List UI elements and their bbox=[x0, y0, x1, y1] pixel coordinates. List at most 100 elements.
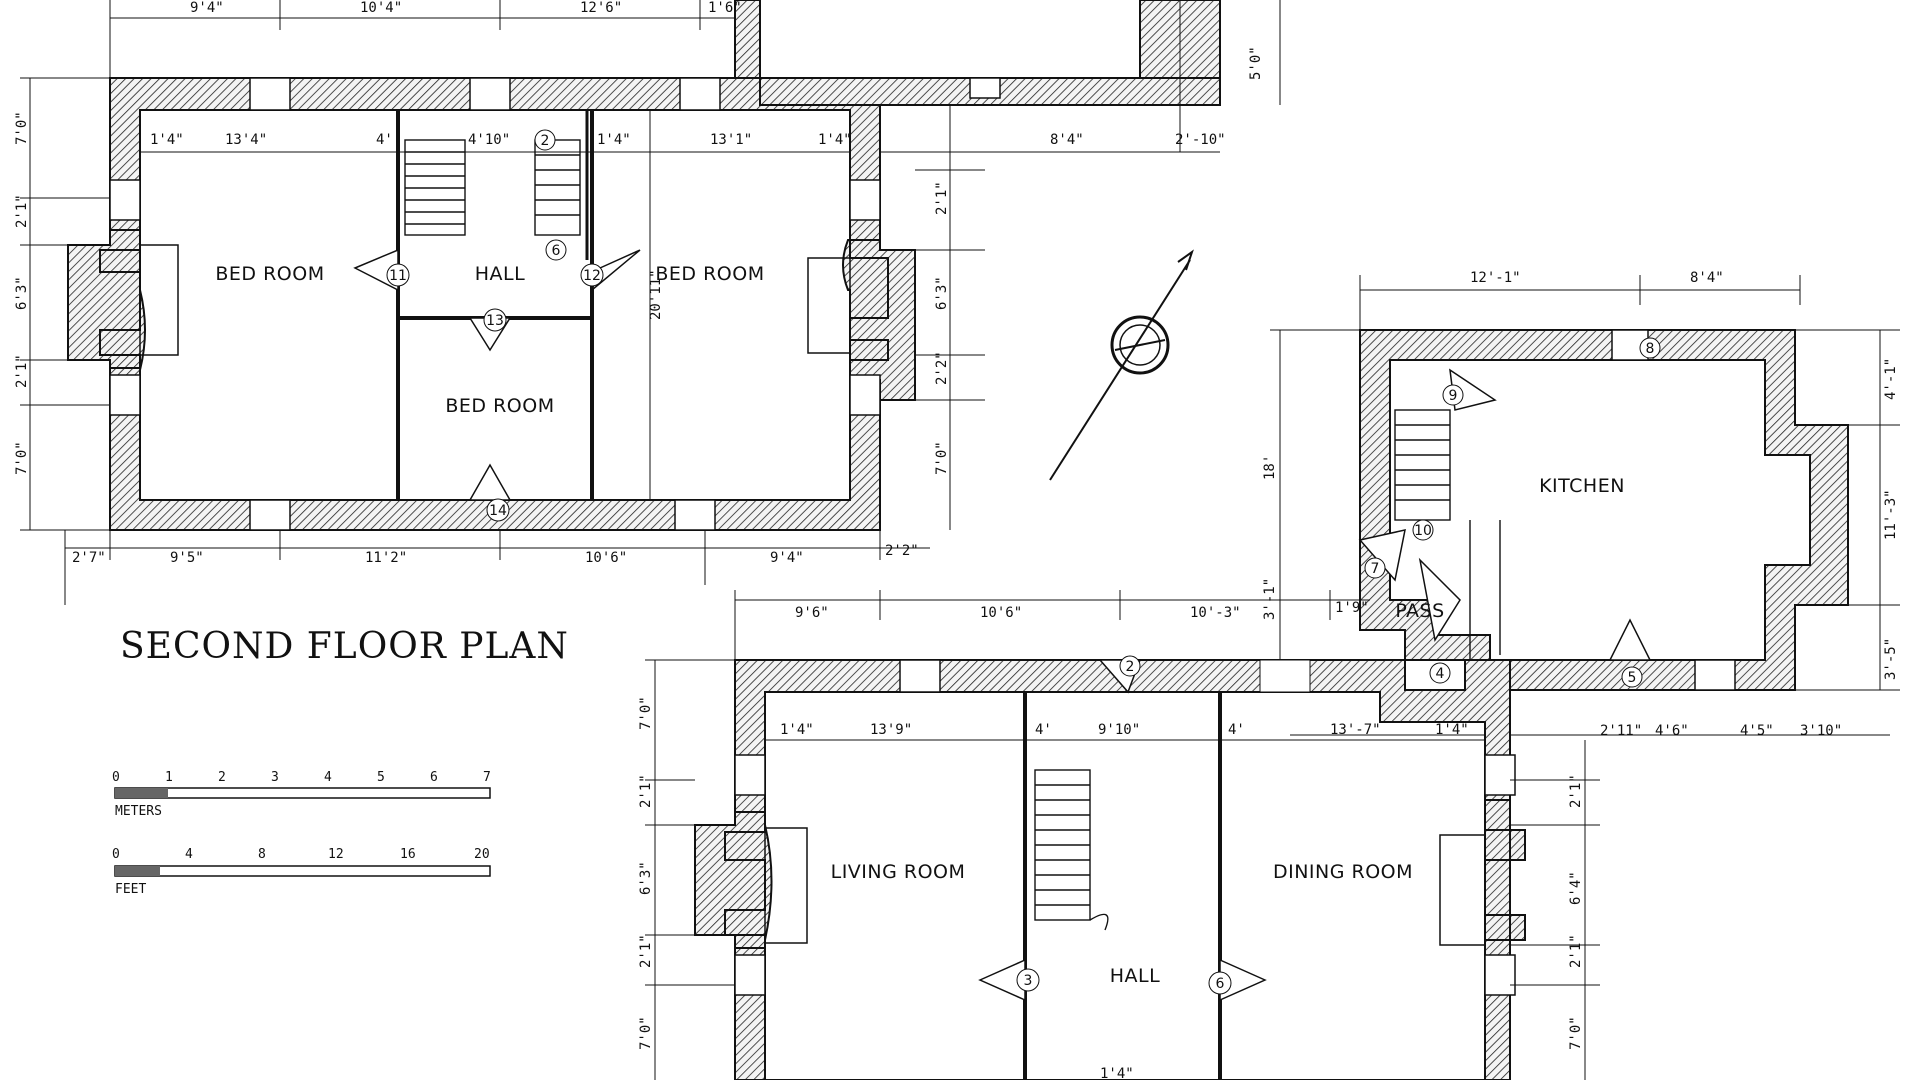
dim-label: 9'6" bbox=[795, 605, 829, 621]
door-number: 3 bbox=[1024, 973, 1033, 989]
room-label: KITCHEN bbox=[1539, 475, 1625, 497]
dim-label: 2'11" bbox=[1600, 723, 1642, 739]
dim-label: 4' bbox=[1228, 722, 1245, 738]
room-label: BED ROOM bbox=[655, 263, 764, 285]
kitchen-walls bbox=[1359, 329, 1849, 691]
dim-label: 2'1" bbox=[1568, 774, 1584, 808]
door-number: 14 bbox=[489, 503, 507, 519]
dim-label: 1'4" bbox=[597, 132, 631, 148]
dim-label: 9'4" bbox=[190, 0, 224, 16]
dim-label: 7'0" bbox=[638, 696, 654, 730]
dim-label: 13'4" bbox=[225, 132, 267, 148]
dim-label: 3'-5" bbox=[1883, 638, 1899, 680]
scale-tick: 20 bbox=[474, 847, 490, 862]
room-label: BED ROOM bbox=[215, 263, 324, 285]
dim-label: 1'4" bbox=[818, 132, 852, 148]
dim-label: 10'-3" bbox=[1190, 605, 1241, 621]
dim-label: 7'0" bbox=[14, 111, 30, 145]
scale-tick: 1 bbox=[165, 770, 173, 785]
dim-label: 6'4" bbox=[1568, 871, 1584, 905]
north-arrow-icon bbox=[1049, 249, 1194, 481]
scale-tick: 7 bbox=[483, 770, 491, 785]
door-number: 7 bbox=[1371, 561, 1380, 577]
dim-label: 2'1" bbox=[1568, 934, 1584, 968]
room-label: HALL bbox=[1110, 965, 1160, 987]
dim-label: 2'-10" bbox=[1175, 132, 1226, 148]
dim-label: 4'10" bbox=[468, 132, 510, 148]
room-label: PASS bbox=[1395, 600, 1444, 622]
dim-label: 1'4" bbox=[1100, 1066, 1134, 1080]
dim-label: 2'1" bbox=[14, 354, 30, 388]
scale-tick: 4 bbox=[185, 847, 193, 862]
dim-label: 1'6" bbox=[708, 0, 742, 16]
dim-label: 11'2" bbox=[365, 550, 407, 566]
dim-label: 8'4" bbox=[1690, 270, 1724, 286]
dim-label: 10'6" bbox=[980, 605, 1022, 621]
dim-label: 4'5" bbox=[1740, 723, 1774, 739]
door-number: 6 bbox=[1216, 976, 1225, 992]
first-floor-plan: 3 6 2 LIVING ROOM HALL DINING ROOM 9'6" … bbox=[638, 590, 1600, 1080]
scale-tick: 16 bbox=[400, 847, 416, 862]
scale-label: FEET bbox=[115, 882, 146, 897]
scale-bars: 0 1 2 3 4 5 6 7 METERS 0 4 8 12 16 20 FE… bbox=[112, 770, 491, 897]
door-number: 8 bbox=[1646, 341, 1655, 357]
dim-label: 12'-1" bbox=[1470, 270, 1521, 286]
scale-tick: 4 bbox=[324, 770, 332, 785]
dim-label: 7'0" bbox=[638, 1016, 654, 1050]
dim-label: 4'6" bbox=[1655, 723, 1689, 739]
scale-tick: 6 bbox=[430, 770, 438, 785]
dim-label: 2'2" bbox=[885, 543, 919, 559]
dim-label: 6'3" bbox=[14, 276, 30, 310]
second-floor-plan: 11 12 13 14 2 6 BED ROOM HALL BED ROOM B… bbox=[14, 0, 1281, 605]
scale-tick: 0 bbox=[112, 847, 120, 862]
door-number: 5 bbox=[1628, 670, 1637, 686]
scale-tick: 12 bbox=[328, 847, 344, 862]
dim-label: 1'9" bbox=[1335, 600, 1369, 616]
second-floor-dimensions: 9'4" 10'4" 12'6" 1'6" 2'7" 9'5" 11'2" 10… bbox=[14, 0, 1264, 566]
dim-label: 4'-1" bbox=[1883, 358, 1899, 400]
dim-label: 2'2" bbox=[934, 351, 950, 385]
dim-label: 2'7" bbox=[72, 550, 106, 566]
door-number: 9 bbox=[1449, 388, 1458, 404]
door-number: 2 bbox=[1126, 659, 1135, 675]
dim-label: 9'10" bbox=[1098, 722, 1140, 738]
door-number: 12 bbox=[583, 268, 601, 284]
second-floor-stair bbox=[404, 139, 581, 236]
second-floor-windows bbox=[109, 77, 1001, 531]
dim-label: 7'0" bbox=[1568, 1016, 1584, 1050]
door-number: 10 bbox=[1414, 523, 1432, 539]
dim-label: 10'6" bbox=[585, 550, 627, 566]
dim-label: 11'-3" bbox=[1883, 489, 1899, 540]
second-floor-dimension-lines bbox=[20, 0, 1281, 605]
scale-tick: 0 bbox=[112, 770, 120, 785]
room-label: LIVING ROOM bbox=[831, 861, 966, 883]
dim-label: 20'11" bbox=[648, 269, 664, 320]
dim-label: 8'4" bbox=[1050, 132, 1084, 148]
scale-tick: 2 bbox=[218, 770, 226, 785]
dim-label: 2'1" bbox=[638, 934, 654, 968]
dim-label: 2'1" bbox=[14, 194, 30, 228]
scale-tick: 3 bbox=[271, 770, 279, 785]
dim-label: 18' bbox=[1262, 455, 1278, 480]
kitchen-wing: 9 8 10 7 5 4 KITCHEN PASS 12'-1" bbox=[1262, 270, 1900, 739]
room-label: BED ROOM bbox=[445, 395, 554, 417]
dim-label: 4' bbox=[376, 132, 393, 148]
dim-label: 9'5" bbox=[170, 550, 204, 566]
scale-tick: 5 bbox=[377, 770, 385, 785]
room-label: DINING ROOM bbox=[1273, 861, 1413, 883]
dim-label: 4' bbox=[1035, 722, 1052, 738]
dim-label: 6'3" bbox=[638, 861, 654, 895]
plan-title: SECOND FLOOR PLAN bbox=[120, 626, 569, 667]
dim-label: 1'4" bbox=[150, 132, 184, 148]
dim-label: 3'-1" bbox=[1262, 578, 1278, 620]
scale-label: METERS bbox=[115, 804, 162, 819]
dim-label: 5'0" bbox=[1248, 46, 1264, 80]
door-number: 13 bbox=[486, 313, 504, 329]
dim-label: 13'1" bbox=[710, 132, 752, 148]
scale-tick: 8 bbox=[258, 847, 266, 862]
door-number: 11 bbox=[389, 268, 407, 284]
dim-label: 6'3" bbox=[934, 276, 950, 310]
dim-label: 3'10" bbox=[1800, 723, 1842, 739]
door-number: 4 bbox=[1436, 666, 1445, 682]
